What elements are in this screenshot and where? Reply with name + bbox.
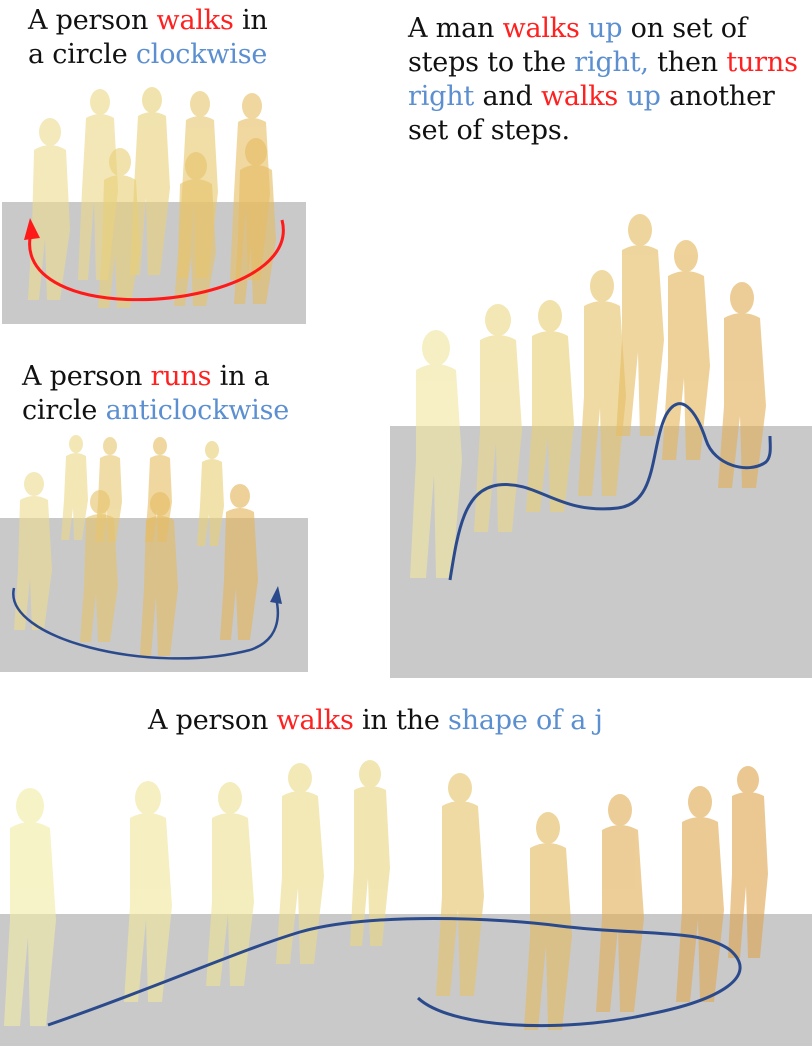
action-word: turns — [726, 47, 798, 78]
panel-walk-shape-j — [0, 750, 812, 1046]
caption-text: A person — [22, 361, 151, 392]
caption-text: steps to the — [408, 47, 575, 78]
caption-text: A person — [28, 5, 157, 36]
human-figure — [234, 138, 276, 304]
human-figure — [174, 152, 216, 306]
action-word: runs — [150, 361, 212, 392]
motion-figures — [24, 87, 285, 308]
caption-text: and — [474, 81, 542, 112]
caption-text: A person — [148, 705, 277, 736]
caption-text: A man — [408, 13, 503, 44]
caption-walk-shape-j: A person walks in the shape of a j — [148, 704, 603, 738]
motion-figures — [410, 214, 772, 581]
human-figure — [130, 87, 170, 275]
caption-run-circle-anticlockwise: A person runs in a circle anticlockwise — [22, 360, 289, 428]
motion-figures — [12, 435, 282, 660]
action-word: walks — [541, 81, 619, 112]
human-figure — [474, 304, 522, 532]
caption-text: then — [648, 47, 727, 78]
action-word: walks — [156, 5, 234, 36]
caption-text: in — [233, 5, 268, 36]
human-figure — [197, 441, 224, 546]
arrowhead-icon — [270, 586, 282, 604]
panel-run-circle-anticlockwise — [0, 430, 308, 674]
caption-text: on set of — [622, 13, 747, 44]
human-figure — [616, 214, 664, 436]
human-figure — [98, 148, 140, 308]
human-figure — [220, 484, 258, 640]
caption-walk-circle-clockwise: A person walks in a circle clockwise — [28, 4, 268, 72]
human-figure — [14, 472, 52, 630]
modifier-word: up — [588, 13, 623, 44]
human-figure — [676, 786, 724, 1002]
trajectory-anticlockwise — [12, 587, 280, 660]
human-figure — [718, 282, 766, 488]
arrowhead-icon — [24, 218, 40, 240]
human-figure — [436, 773, 484, 996]
human-figure — [140, 492, 178, 656]
panel-walk-circle-clockwise — [0, 80, 308, 326]
modifier-word: up — [626, 81, 661, 112]
modifier-word: right, — [574, 47, 649, 78]
modifier-word: right — [408, 81, 475, 112]
human-figure — [28, 118, 70, 300]
human-figure — [728, 766, 768, 958]
human-figure — [80, 490, 118, 642]
caption-text: in a — [211, 361, 270, 392]
human-figure — [578, 270, 626, 496]
caption-text: a circle — [28, 39, 136, 70]
human-figure — [596, 794, 644, 1012]
human-figure — [61, 435, 88, 540]
caption-text — [580, 13, 588, 44]
human-figure — [526, 300, 574, 512]
caption-text: set of steps. — [408, 115, 570, 146]
motion-figures — [4, 760, 768, 1030]
panel-walk-up-steps — [388, 200, 812, 678]
trajectory-clockwise — [28, 219, 285, 302]
action-word: walks — [502, 13, 580, 44]
human-figure — [4, 788, 56, 1026]
action-word: walks — [276, 705, 354, 736]
modifier-word: anticlockwise — [105, 395, 290, 426]
modifier-word: shape of a j — [448, 705, 603, 736]
trajectory-j-shape — [47, 917, 742, 1028]
caption-text: another — [660, 81, 775, 112]
human-figure — [124, 781, 172, 1002]
modifier-word: clockwise — [135, 39, 268, 70]
caption-text: circle — [22, 395, 106, 426]
human-figure — [350, 760, 390, 946]
caption-text: in the — [353, 705, 448, 736]
human-figure — [206, 782, 254, 986]
human-figure — [662, 240, 710, 460]
human-figure — [410, 330, 462, 578]
caption-walk-up-steps: A man walks up on set of steps to the ri… — [408, 12, 798, 148]
human-figure — [276, 763, 324, 964]
trajectory-steps — [448, 402, 772, 581]
human-figure — [524, 812, 572, 1030]
